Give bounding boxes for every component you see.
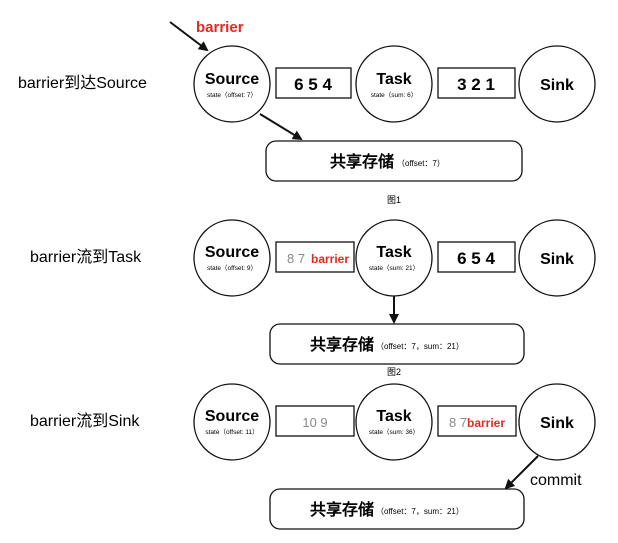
buffer-2-text: 3 2 1 — [457, 75, 495, 94]
task-state: state（sum: 36） — [369, 428, 419, 436]
row-label-2: barrier流到Task — [30, 248, 142, 266]
task-state: state（sum: 21） — [369, 264, 419, 272]
source-state: state（offset: 9） — [207, 264, 257, 272]
snapshot-arrow — [259, 113, 303, 141]
source-state: state（offset: 11） — [205, 428, 258, 436]
task-title: Task — [376, 244, 411, 261]
task-node — [355, 383, 433, 461]
sink-node — [518, 45, 596, 123]
sink-node — [518, 383, 596, 461]
source-state: state（offset: 7） — [207, 91, 257, 99]
source-node — [193, 219, 271, 297]
channel-buffer-1 — [275, 405, 355, 437]
buffer-1-text: 6 5 4 — [294, 75, 332, 94]
storage-detail: （offset：7，sum：21） — [376, 507, 464, 516]
barrier-in-arrow — [169, 21, 209, 52]
commit-arrow — [504, 455, 539, 490]
buffer-1-barrier: barrier — [311, 252, 349, 266]
storage-detail: （offset：7，sum：21） — [376, 342, 464, 351]
source-title: Source — [205, 408, 259, 425]
storage-detail: （offset：7） — [397, 159, 445, 168]
task-node — [355, 45, 433, 123]
storage-title: 共享存储 — [330, 152, 394, 171]
sink-title: Sink — [540, 251, 574, 268]
buffer-1-values: 10 9 — [302, 415, 327, 430]
sink-node — [518, 219, 596, 297]
channel-buffer-1 — [275, 67, 352, 99]
shared-storage — [265, 140, 523, 182]
buffer-1-values: 8 7 — [287, 251, 305, 266]
commit-label: commit — [530, 472, 582, 489]
row-label-1: barrier到达Source — [18, 74, 147, 92]
row-label-3: barrier流到Sink — [30, 412, 140, 430]
figure-caption-2: 图2 — [387, 367, 401, 377]
shared-storage — [269, 488, 525, 530]
buffer-2-text: 6 5 4 — [457, 249, 495, 268]
figure-caption-1: 图1 — [387, 195, 401, 205]
sink-title: Sink — [540, 77, 574, 94]
scene-1: barrier到达Source barrier Source state（off… — [18, 19, 596, 205]
storage-title: 共享存储 — [310, 335, 374, 354]
scene-3: barrier流到Sink Source state（offset: 11） 1… — [30, 383, 596, 530]
task-title: Task — [376, 71, 411, 88]
channel-buffer-2 — [437, 405, 517, 437]
task-title: Task — [376, 408, 411, 425]
channel-buffer-2 — [437, 241, 516, 273]
channel-buffer-1 — [275, 241, 355, 273]
shared-storage — [269, 323, 525, 365]
source-title: Source — [205, 71, 259, 88]
storage-title: 共享存储 — [310, 500, 374, 519]
barrier-label: barrier — [196, 19, 244, 36]
source-node — [193, 45, 271, 123]
source-node — [193, 383, 271, 461]
channel-buffer-2 — [437, 67, 516, 99]
scene-2: barrier流到Task Source state（offset: 9） 8 … — [30, 219, 596, 377]
task-state: state（sum: 6） — [371, 91, 418, 99]
buffer-2-values: 8 7 — [449, 415, 467, 430]
buffer-2-barrier: barrier — [467, 416, 505, 430]
sink-title: Sink — [540, 415, 574, 432]
source-title: Source — [205, 244, 259, 261]
